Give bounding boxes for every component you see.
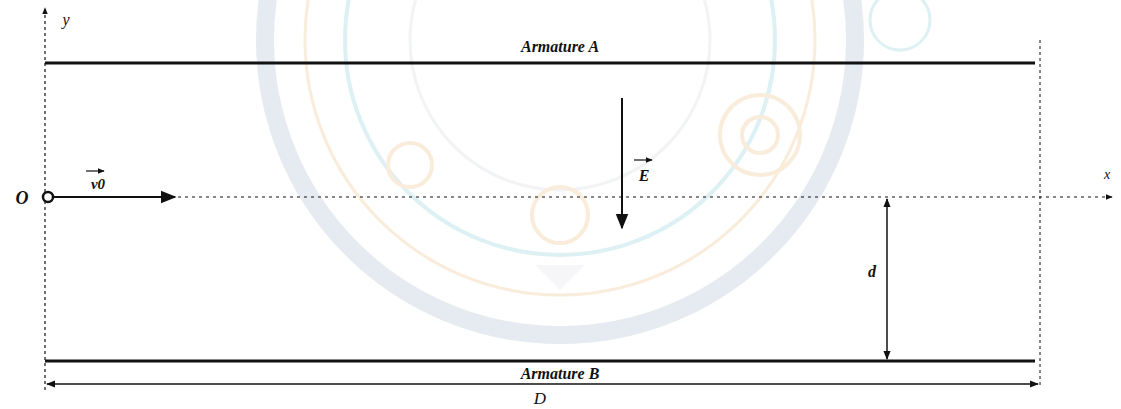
vector-arrow-mark	[634, 159, 652, 160]
origin-point	[43, 192, 53, 202]
field-vector	[621, 98, 623, 228]
axes	[45, 8, 1112, 390]
plate-name: Armature B	[521, 366, 600, 382]
plate-b	[45, 360, 1035, 363]
plate-a	[45, 62, 1035, 65]
vector-name: v0	[91, 177, 105, 192]
vector-arrow-mark	[86, 170, 104, 171]
dimension-label: d	[868, 264, 876, 280]
vector-name: E	[639, 168, 650, 184]
x-axis	[45, 196, 1112, 197]
origin-name: O	[16, 189, 29, 207]
dimension-label: D	[534, 389, 546, 406]
dimension-D	[47, 383, 1038, 385]
velocity-vector	[54, 196, 175, 198]
dimension-d	[886, 199, 888, 359]
watermark	[265, 0, 930, 335]
plate-end-line	[1040, 40, 1041, 388]
plate-name: Armature A	[521, 39, 599, 55]
axis-name: y	[62, 12, 69, 28]
axis-name: x	[1104, 168, 1110, 182]
